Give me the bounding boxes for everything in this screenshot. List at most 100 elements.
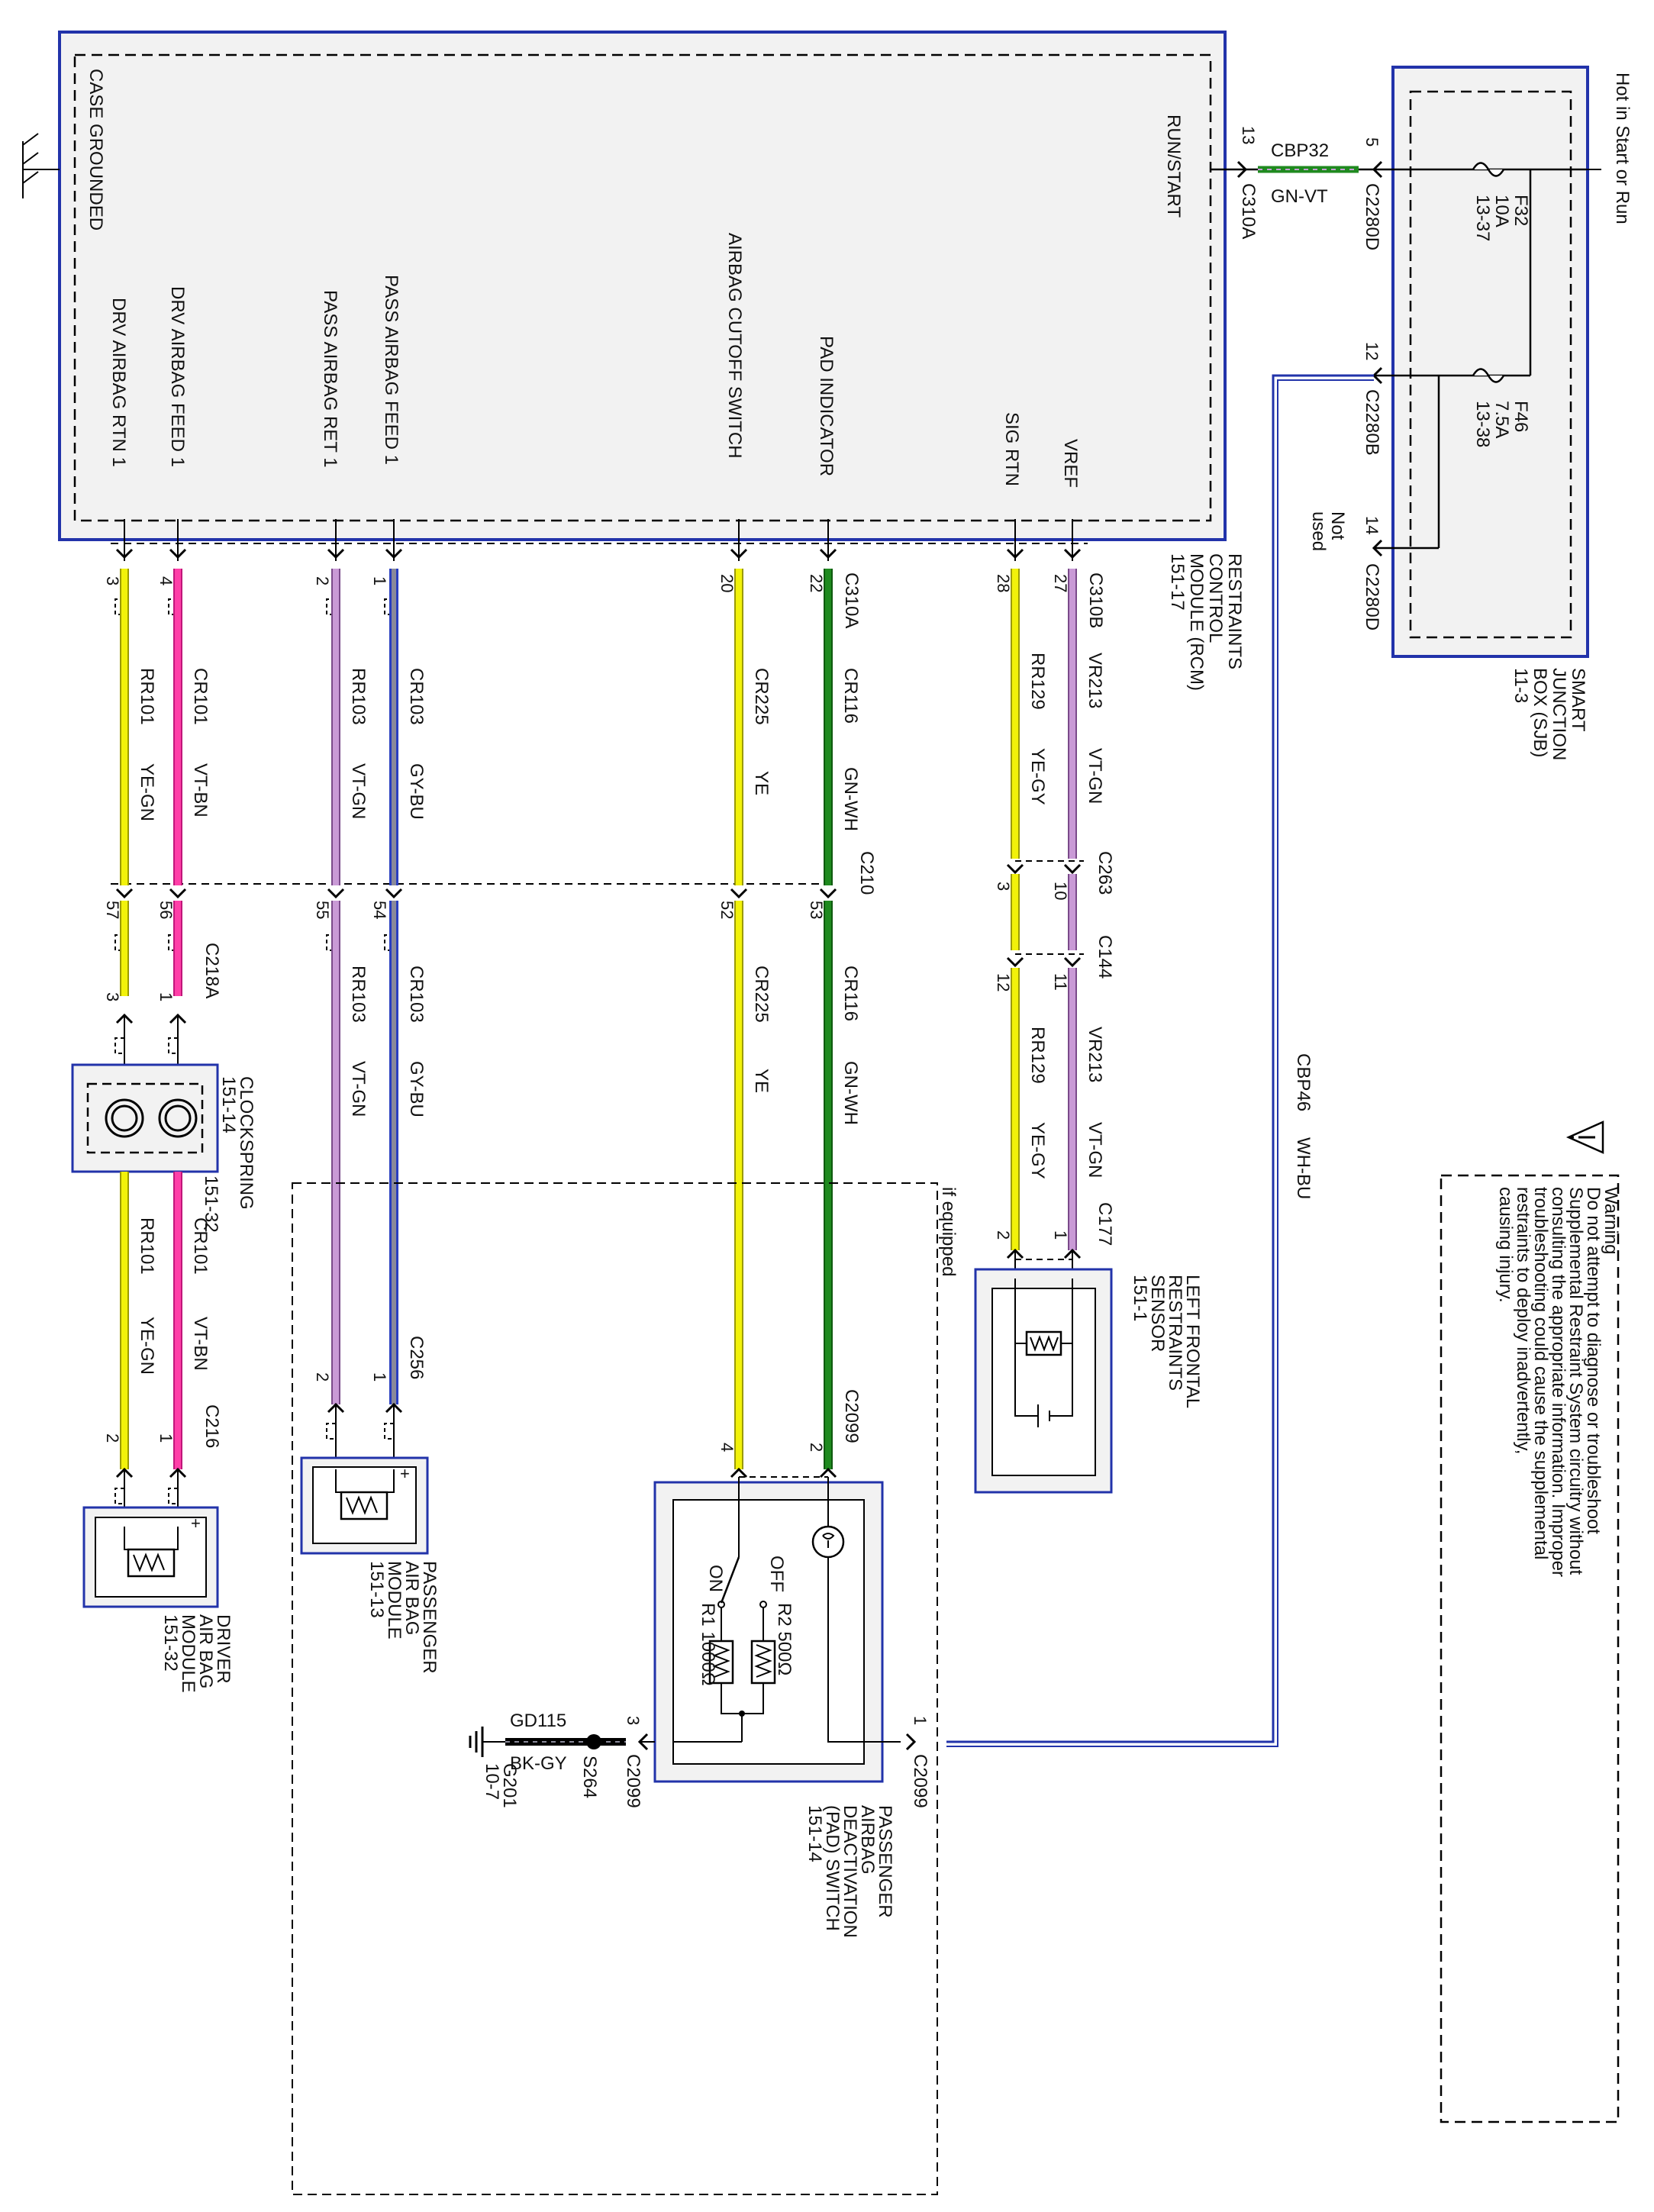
svg-text:consulting the appropriate inf: consulting the appropriate information. … [1548,1187,1569,1577]
svg-text:VT-GN: VT-GN [348,1061,369,1117]
connector-c2099-left: C2099 [623,1754,643,1808]
wire-label-rr103-a: RR103 [348,668,369,725]
svg-text:151-17: 151-17 [1167,553,1188,611]
wire-label-vr213-a: VR213 [1085,653,1105,708]
resistor-r1-label: R1 1000Ω [698,1603,718,1686]
pin-label-cutoff: AIRBAG CUTOFF SWITCH [724,233,745,459]
sensor-circuit: 28 27 C310B RR129 YE-GY VR213 VT-GN C263… [974,519,1203,1494]
connector-c310b: C310B [1085,572,1106,628]
connector-c263: C263 [1095,851,1115,895]
svg-text:151-1: 151-1 [1130,1275,1150,1321]
svg-text:10A: 10A [1491,195,1512,227]
svg-text:F32: F32 [1511,195,1531,226]
connector-c2099-top: C2099 [841,1389,862,1443]
svg-text:4: 4 [156,576,176,585]
pin-label-pass-feed: PASS AIRBAG FEED 1 [381,275,401,465]
svg-text:2: 2 [807,1443,826,1452]
svg-text:YE-GN: YE-GN [137,763,157,821]
svg-text:1: 1 [156,992,176,1001]
svg-text:13-38: 13-38 [1472,401,1493,447]
svg-text:2: 2 [313,576,332,585]
svg-text:RESTRAINTS: RESTRAINTS [1165,1275,1185,1391]
svg-text:27: 27 [1051,574,1070,592]
svg-text:PASSENGER: PASSENGER [419,1561,440,1674]
ground-g201: G201 [499,1763,520,1808]
wire-label-cr101-b: CR101 [190,1217,211,1275]
passenger-circuit: 2 1 RR103 VT-GN CR103 GY-BU 55 54 RR103 … [300,519,440,1674]
wire-label-rr129-a: RR129 [1027,653,1048,710]
svg-text:YE-GN: YE-GN [137,1317,157,1375]
fuse-f46: F46 7.5A 13-38 [1472,401,1531,447]
svg-text:SMART: SMART [1568,668,1588,732]
svg-text:1: 1 [1051,1230,1070,1240]
fuse-f32: F32 10A 13-37 [1472,195,1531,241]
warning-title: Warning [1601,1187,1621,1254]
svg-text:3: 3 [103,992,122,1001]
svg-text:(PAD) SWITCH: (PAD) SWITCH [822,1805,843,1931]
svg-text:3: 3 [103,576,122,585]
svg-text:AIR BAG: AIR BAG [195,1614,216,1688]
run-start-label: RUN/START [1163,114,1184,218]
svg-text:CONTROL: CONTROL [1205,553,1226,643]
svg-text:GN-WH: GN-WH [840,1061,861,1125]
svg-text:causing injury.: causing injury. [1495,1187,1516,1303]
wire-label-cr103-a: CR103 [406,668,427,725]
wire-color-gn-vt: GN-VT [1271,186,1328,207]
svg-text:VT-GN: VT-GN [1085,748,1105,804]
sjb-title: SMART JUNCTION BOX (SJB) 11-3 [1511,668,1588,760]
svg-text:MODULE: MODULE [384,1561,405,1640]
driver-airbag-module: + DRIVER AIR BAG MODULE 151-32 [82,1506,234,1693]
pin-label-pad-indicator: PAD INDICATOR [816,336,837,476]
svg-text:VT-GN: VT-GN [1085,1122,1105,1178]
pin-label-drv-rtn: DRV AIRBAG RTN 1 [108,298,129,467]
clockspring: CLOCKSPRING 151-14 151-32 [71,1063,256,1233]
svg-text:2: 2 [313,1372,332,1382]
svg-text:3: 3 [624,1716,643,1725]
not-used-label: Not [1327,511,1348,540]
svg-text:12: 12 [1362,342,1382,360]
rcm-module: CASE GROUNDED RUN/START DRV AIRBAG RTN 1… [22,31,1245,691]
svg-text:5: 5 [1362,137,1382,147]
svg-text:151-13: 151-13 [366,1561,387,1618]
svg-text:CLOCKSPRING: CLOCKSPRING [236,1076,256,1210]
wire-label-cbp46: CBP46 [1293,1053,1314,1111]
svg-text:RESTRAINTS: RESTRAINTS [1224,553,1245,669]
pin-label-pass-ret: PASS AIRBAG RET 1 [320,290,340,468]
if-equipped-region: if equipped [292,1182,959,2195]
svg-text:151-32: 151-32 [201,1175,221,1233]
svg-text:151-14: 151-14 [218,1076,239,1133]
svg-text:151-32: 151-32 [160,1614,181,1672]
svg-text:151-14: 151-14 [804,1805,825,1862]
svg-text:3: 3 [994,882,1013,891]
connector-c310a-top: C310A [1238,183,1259,239]
svg-text:52: 52 [717,901,737,919]
wire-label-cr101-a: CR101 [190,668,211,725]
wire-label-vr213-b: VR213 [1085,1027,1105,1082]
svg-text:56: 56 [156,901,176,919]
wire-label-cr225-a: CR225 [751,668,772,725]
passenger-airbag-module: + PASSENGER AIR BAG MODULE 151-13 [300,1456,440,1674]
svg-text:+: + [400,1464,410,1483]
svg-text:YE: YE [751,1069,772,1093]
warning-box: Warning Do not attempt to diagnose or tr… [1440,1121,1621,2123]
svg-text:YE-GY: YE-GY [1027,748,1048,805]
svg-text:GN-WH: GN-WH [840,767,861,831]
svg-text:YE: YE [751,771,772,795]
pad-on-label: ON [705,1565,726,1592]
pad-switch: OFF ON R2 500Ω R1 1000Ω PASSENGER AIRBAG [653,1477,901,1938]
smart-junction-box: Hot in Start or Run F32 10A 13-37 F46 7.… [1308,66,1633,760]
svg-text:2: 2 [103,1433,122,1443]
svg-text:JUNCTION: JUNCTION [1549,668,1569,760]
svg-text:55: 55 [313,901,332,919]
svg-text:22: 22 [807,574,826,592]
svg-text:28: 28 [994,574,1013,592]
pin-label-drv-feed: DRV AIRBAG FEED 1 [167,286,188,467]
svg-text:Supplemental Restraint System: Supplemental Restraint System circuitry … [1565,1187,1586,1575]
svg-text:GY-BU: GY-BU [406,763,427,820]
connector-c216: C216 [202,1404,222,1448]
svg-text:troubleshooting could cause th: troubleshooting could cause the suppleme… [1530,1187,1551,1559]
svg-text:10: 10 [1051,882,1070,900]
svg-text:DEACTIVATION: DEACTIVATION [840,1805,860,1938]
pin-label-sig-rtn: SIG RTN [1001,412,1022,486]
